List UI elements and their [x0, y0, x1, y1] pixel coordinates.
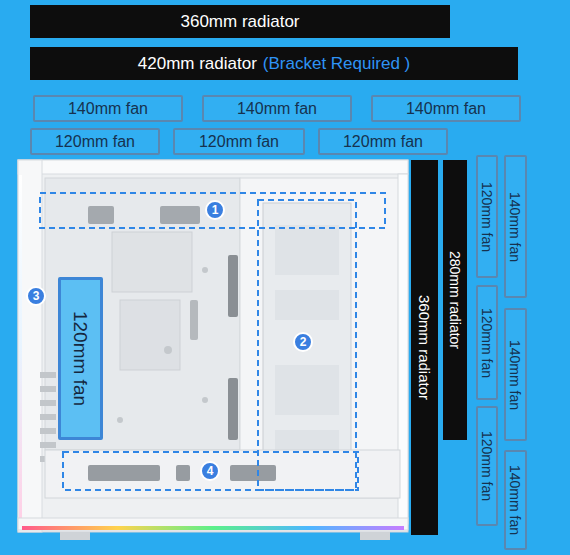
- callout-text: 4: [207, 465, 214, 477]
- case-top-frame: [18, 160, 408, 174]
- mount-region: [40, 193, 385, 228]
- callout-text: 3: [33, 290, 40, 302]
- cable-grommet: [228, 378, 238, 440]
- standoff: [202, 267, 208, 273]
- callout-number: 2: [293, 332, 313, 352]
- shroud-cutout: [230, 465, 276, 481]
- part-label: 120mm fan: [71, 311, 90, 406]
- side-panel-bracket: [263, 203, 351, 485]
- part-label: 140mm fan: [509, 465, 523, 535]
- standoff: [164, 346, 172, 354]
- cable-cutout: [88, 206, 114, 224]
- part-label: 120mm fan: [55, 134, 135, 150]
- rgb-strip: [19, 175, 22, 520]
- fan-box: 120mm fan: [476, 155, 498, 278]
- part-label: 140mm fan: [509, 191, 523, 261]
- part-label: 140mm fan: [509, 339, 523, 409]
- part-label: 140mm fan: [237, 101, 317, 117]
- radiator-bar: 280mm radiator: [443, 160, 467, 440]
- mount-region: [258, 200, 356, 490]
- cpu-cutout: [112, 232, 192, 292]
- part-label: 120mm fan: [343, 134, 423, 150]
- rgb-strip: [22, 526, 404, 530]
- fan-box: 120mm fan: [476, 285, 498, 400]
- case-body: [18, 160, 408, 532]
- callout-text: 1: [212, 204, 219, 216]
- fan-box: 120mm fan: [58, 277, 103, 440]
- shroud-cutout: [88, 465, 160, 481]
- radiator-bar: 420mm radiator (Bracket Required ): [30, 47, 518, 80]
- callout-number: 3: [26, 286, 46, 306]
- mount-region: [63, 452, 358, 490]
- part-label: 280mm radiator: [448, 251, 462, 349]
- case-foot: [60, 532, 90, 540]
- tray-panel: [120, 300, 180, 370]
- case-bottom-frame: [18, 518, 408, 530]
- expansion-slot: [40, 386, 56, 392]
- radiator-bar: 360mm radiator: [411, 160, 438, 535]
- part-label: 140mm fan: [406, 101, 486, 117]
- expansion-slot: [40, 372, 56, 378]
- part-label: 120mm fan: [480, 431, 494, 501]
- radiator-bar: 360mm radiator: [30, 5, 450, 38]
- part-label: 120mm fan: [199, 134, 279, 150]
- cable-grommet: [228, 255, 238, 317]
- fan-box: 120mm fan: [476, 406, 498, 526]
- part-label: (Bracket Required ): [263, 55, 410, 72]
- fan-box: 140mm fan: [504, 450, 527, 550]
- callout-number: 1: [205, 200, 225, 220]
- psu-shroud: [45, 450, 400, 498]
- callout-text: 2: [300, 336, 307, 348]
- fan-box: 140mm fan: [504, 308, 527, 441]
- part-label: 120mm fan: [480, 181, 494, 251]
- bracket-plate: [275, 365, 339, 415]
- expansion-slot: [40, 428, 56, 434]
- part-label: 420mm radiator: [138, 55, 257, 72]
- callout-number: 4: [200, 461, 220, 481]
- fan-box: 140mm fan: [371, 95, 521, 122]
- cable-cutout: [160, 206, 200, 224]
- standoff: [117, 417, 123, 423]
- fan-box: 140mm fan: [33, 95, 183, 122]
- shroud-cutout: [176, 465, 190, 481]
- fan-box: 120mm fan: [173, 128, 305, 155]
- standoff: [202, 397, 208, 403]
- part-label: 120mm fan: [480, 307, 494, 377]
- expansion-slot: [40, 442, 56, 448]
- fan-box: 120mm fan: [30, 128, 160, 155]
- part-label: 360mm radiator: [180, 13, 299, 30]
- part-label: 360mm radiator: [417, 295, 432, 400]
- expansion-slot: [40, 414, 56, 420]
- case-foot: [360, 532, 390, 540]
- fan-box: 140mm fan: [504, 155, 527, 298]
- expansion-slot: [40, 400, 56, 406]
- fan-box: 120mm fan: [318, 128, 448, 155]
- case-rear-frame: [18, 160, 42, 532]
- fan-box: 140mm fan: [202, 95, 352, 122]
- bracket-plate: [275, 225, 339, 275]
- cable-grommet: [190, 300, 198, 340]
- motherboard-tray: [45, 178, 240, 450]
- part-label: 140mm fan: [68, 101, 148, 117]
- bracket-plate: [275, 290, 339, 320]
